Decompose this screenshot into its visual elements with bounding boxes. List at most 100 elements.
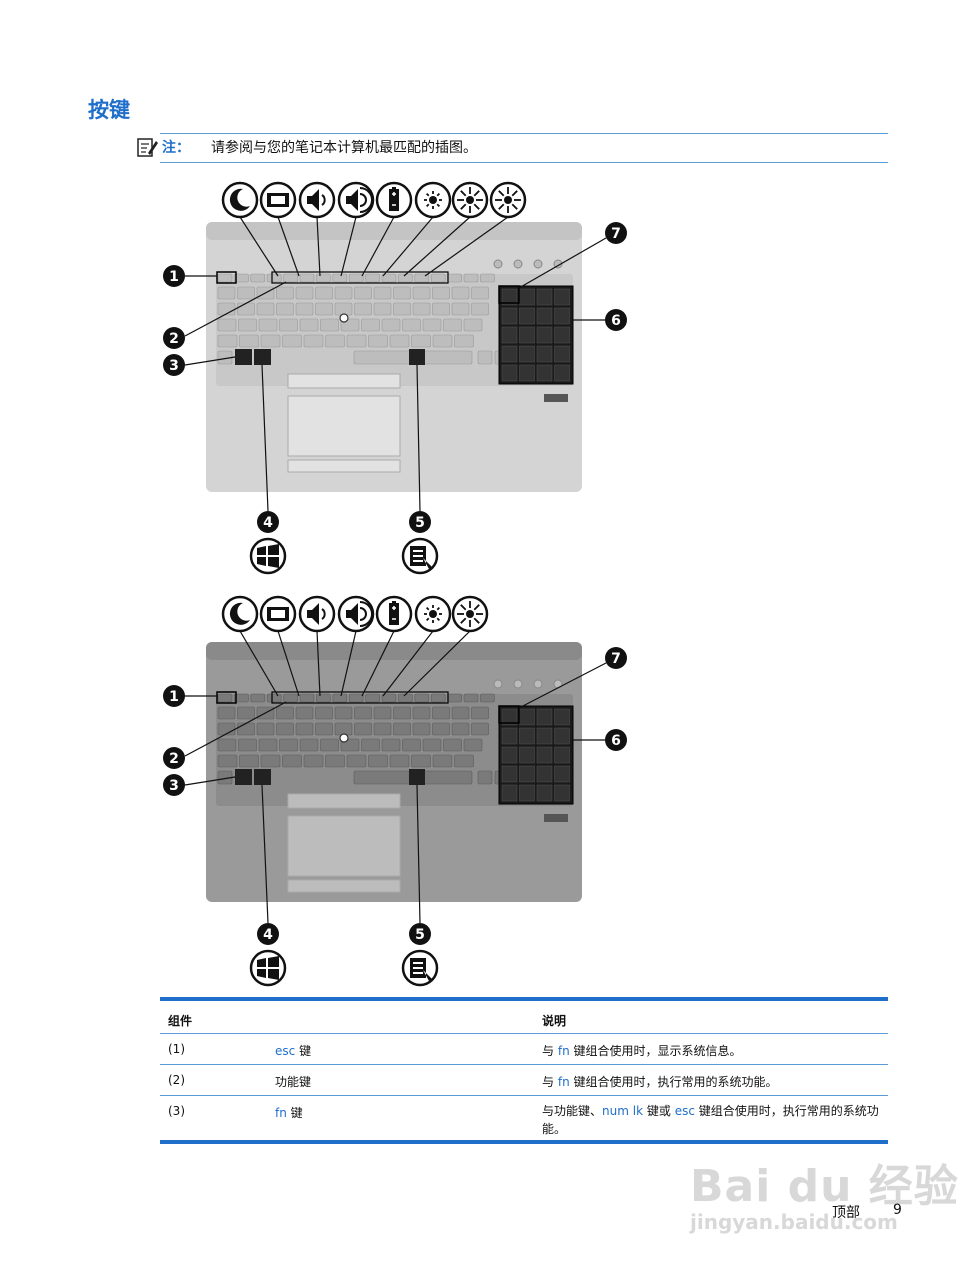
status-button bbox=[534, 680, 542, 688]
brightness-up-icon bbox=[453, 183, 487, 217]
key bbox=[455, 755, 474, 767]
row-component: 功能键 bbox=[275, 1073, 311, 1090]
touchpad-bottom-buttons bbox=[288, 880, 400, 892]
key bbox=[284, 694, 298, 702]
header-description: 说明 bbox=[542, 1012, 887, 1030]
hinge-strip bbox=[206, 222, 582, 240]
volume-up-icon bbox=[339, 597, 373, 631]
windows-icon bbox=[251, 951, 285, 985]
key bbox=[251, 694, 265, 702]
sleep-icon bbox=[223, 183, 257, 217]
key bbox=[464, 274, 478, 282]
app-menu-icon bbox=[403, 951, 437, 985]
key bbox=[218, 707, 235, 719]
display-switch-icon bbox=[261, 183, 295, 217]
key bbox=[321, 319, 339, 331]
key bbox=[472, 303, 489, 315]
windows-key bbox=[254, 349, 271, 365]
key bbox=[218, 335, 237, 347]
callout-4: 4 bbox=[257, 511, 279, 533]
callout-1: 1 bbox=[163, 265, 185, 287]
key bbox=[448, 694, 462, 702]
callout-number: 1 bbox=[169, 689, 179, 705]
keypad-key bbox=[537, 365, 552, 381]
callout-3: 3 bbox=[163, 774, 185, 796]
key bbox=[280, 739, 298, 751]
callout-number: 6 bbox=[611, 313, 621, 329]
key bbox=[472, 707, 489, 719]
status-button bbox=[514, 260, 522, 268]
keyboard-light-icon bbox=[491, 183, 525, 217]
keypad-key bbox=[520, 766, 535, 782]
brightness-down-icon bbox=[416, 597, 450, 631]
callout-5: 5 bbox=[409, 511, 431, 533]
key bbox=[452, 723, 469, 735]
callout-number: 3 bbox=[169, 778, 179, 794]
key bbox=[362, 739, 380, 751]
key bbox=[452, 303, 469, 315]
keypad-key bbox=[502, 747, 517, 763]
key bbox=[218, 319, 236, 331]
key bbox=[277, 303, 294, 315]
keypad-key bbox=[555, 747, 570, 763]
callout-number: 2 bbox=[169, 751, 179, 767]
key bbox=[464, 694, 478, 702]
key bbox=[355, 287, 372, 299]
touchpad bbox=[288, 396, 400, 456]
keypad-key bbox=[537, 747, 552, 763]
callout-6: 6 bbox=[605, 309, 627, 331]
callout-3: 3 bbox=[163, 354, 185, 376]
key bbox=[283, 755, 302, 767]
key bbox=[374, 707, 391, 719]
key bbox=[382, 319, 400, 331]
key bbox=[300, 739, 318, 751]
key bbox=[423, 739, 441, 751]
callout-1: 1 bbox=[163, 685, 185, 707]
keypad-key bbox=[502, 365, 517, 381]
key bbox=[478, 351, 492, 364]
key bbox=[374, 723, 391, 735]
keypad-key bbox=[520, 365, 535, 381]
key bbox=[464, 319, 482, 331]
key bbox=[316, 303, 333, 315]
key bbox=[433, 723, 450, 735]
app-key bbox=[409, 769, 425, 785]
keypad-key bbox=[502, 785, 517, 801]
row-component: fn 键 bbox=[275, 1104, 303, 1121]
row-description: 与 fn 键组合使用时，显示系统信息。 bbox=[542, 1042, 887, 1060]
key bbox=[394, 723, 411, 735]
volume-up-icon bbox=[339, 183, 373, 217]
key bbox=[284, 274, 298, 282]
key bbox=[277, 723, 294, 735]
key bbox=[335, 723, 352, 735]
keypad-key bbox=[537, 728, 552, 744]
key bbox=[277, 707, 294, 719]
keypad-key bbox=[520, 747, 535, 763]
key bbox=[369, 755, 388, 767]
key bbox=[394, 303, 411, 315]
callout-4: 4 bbox=[257, 923, 279, 945]
row-description: 与功能键、num lk 键或 esc 键组合使用时，执行常用的系统功能。 bbox=[542, 1102, 887, 1138]
note-label: 注： bbox=[162, 137, 190, 157]
key bbox=[412, 335, 431, 347]
key bbox=[261, 755, 280, 767]
key bbox=[304, 755, 323, 767]
key bbox=[296, 303, 313, 315]
callout-number: 5 bbox=[415, 927, 425, 943]
key bbox=[374, 303, 391, 315]
pointing-stick bbox=[340, 734, 348, 742]
keypad-key bbox=[555, 766, 570, 782]
table-row: (3) fn 键 与功能键、num lk 键或 esc 键组合使用时，执行常用的… bbox=[160, 1096, 888, 1140]
key bbox=[452, 287, 469, 299]
app-key bbox=[409, 349, 425, 365]
key bbox=[251, 274, 265, 282]
keypad-key bbox=[555, 728, 570, 744]
key bbox=[369, 335, 388, 347]
keypad-key bbox=[555, 365, 570, 381]
fingerprint-reader bbox=[544, 814, 568, 822]
note-icon bbox=[136, 136, 158, 158]
key bbox=[326, 755, 345, 767]
key bbox=[240, 335, 259, 347]
brightness-up-icon bbox=[453, 597, 487, 631]
